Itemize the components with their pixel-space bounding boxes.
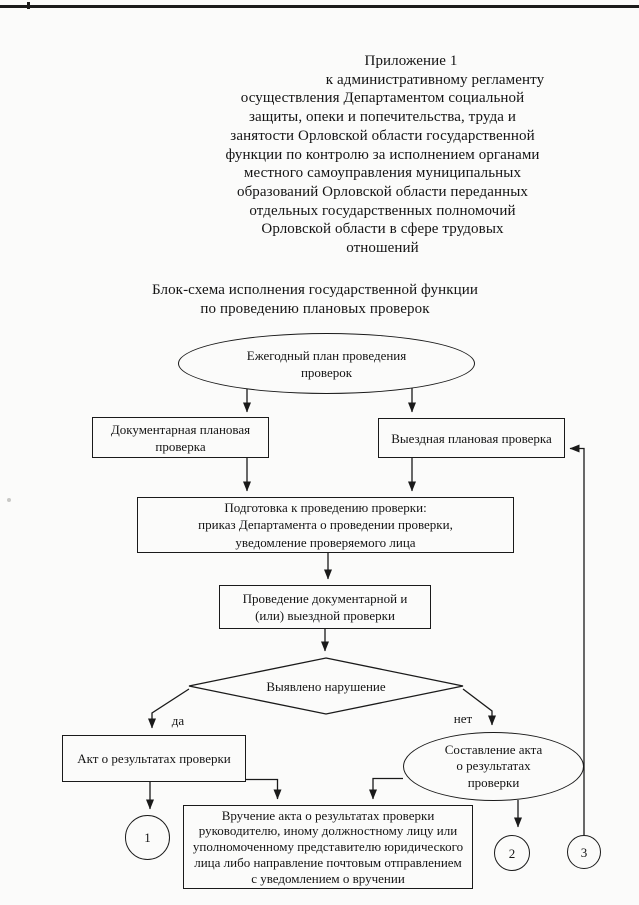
connector-circle-3: 3 xyxy=(567,835,601,869)
decision-diamond-shape xyxy=(188,657,464,715)
label-yes: да xyxy=(171,713,185,728)
flowchart-title: Блок-схема исполнения государственной фу… xyxy=(151,282,478,317)
scan-speck xyxy=(27,2,30,9)
node-documentary-check: Документарная плановая проверка xyxy=(92,417,269,458)
annex-paragraph: осуществления Департаментом социальной з… xyxy=(225,90,540,257)
node-preparation: Подготовка к проведению проверки: приказ… xyxy=(137,497,514,553)
arrow-decision-yes xyxy=(148,688,190,729)
arrow-decision-no xyxy=(462,688,496,726)
connector-circle-1: 1 xyxy=(125,815,170,860)
annex-subheading: к административному регламенту xyxy=(325,71,545,88)
arrow-act-to-handing xyxy=(245,778,282,800)
node-field-check: Выездная плановая проверка xyxy=(378,418,565,458)
node-annual-plan: Ежегодный план проведения проверок xyxy=(178,333,475,394)
node-act-results: Акт о результатах проверки xyxy=(62,735,246,782)
connector-circle-2: 2 xyxy=(494,835,530,871)
node-violation-decision: Выявлено нарушение xyxy=(266,678,386,694)
node-handing-act: Вручение акта о результатах проверки рук… xyxy=(183,805,473,889)
scan-edge-line xyxy=(0,5,639,8)
node-drawing-up-act: Составление акта о результатах проверки xyxy=(403,732,584,801)
scan-dot xyxy=(7,498,11,502)
arrow-drawingact-to-handing xyxy=(369,777,403,800)
node-conducting: Проведение документарной и (или) выездно… xyxy=(219,585,431,629)
label-no: нет xyxy=(453,711,473,726)
arrow-circle3-to-field xyxy=(569,444,585,835)
annex-heading: Приложение 1 xyxy=(364,53,458,69)
